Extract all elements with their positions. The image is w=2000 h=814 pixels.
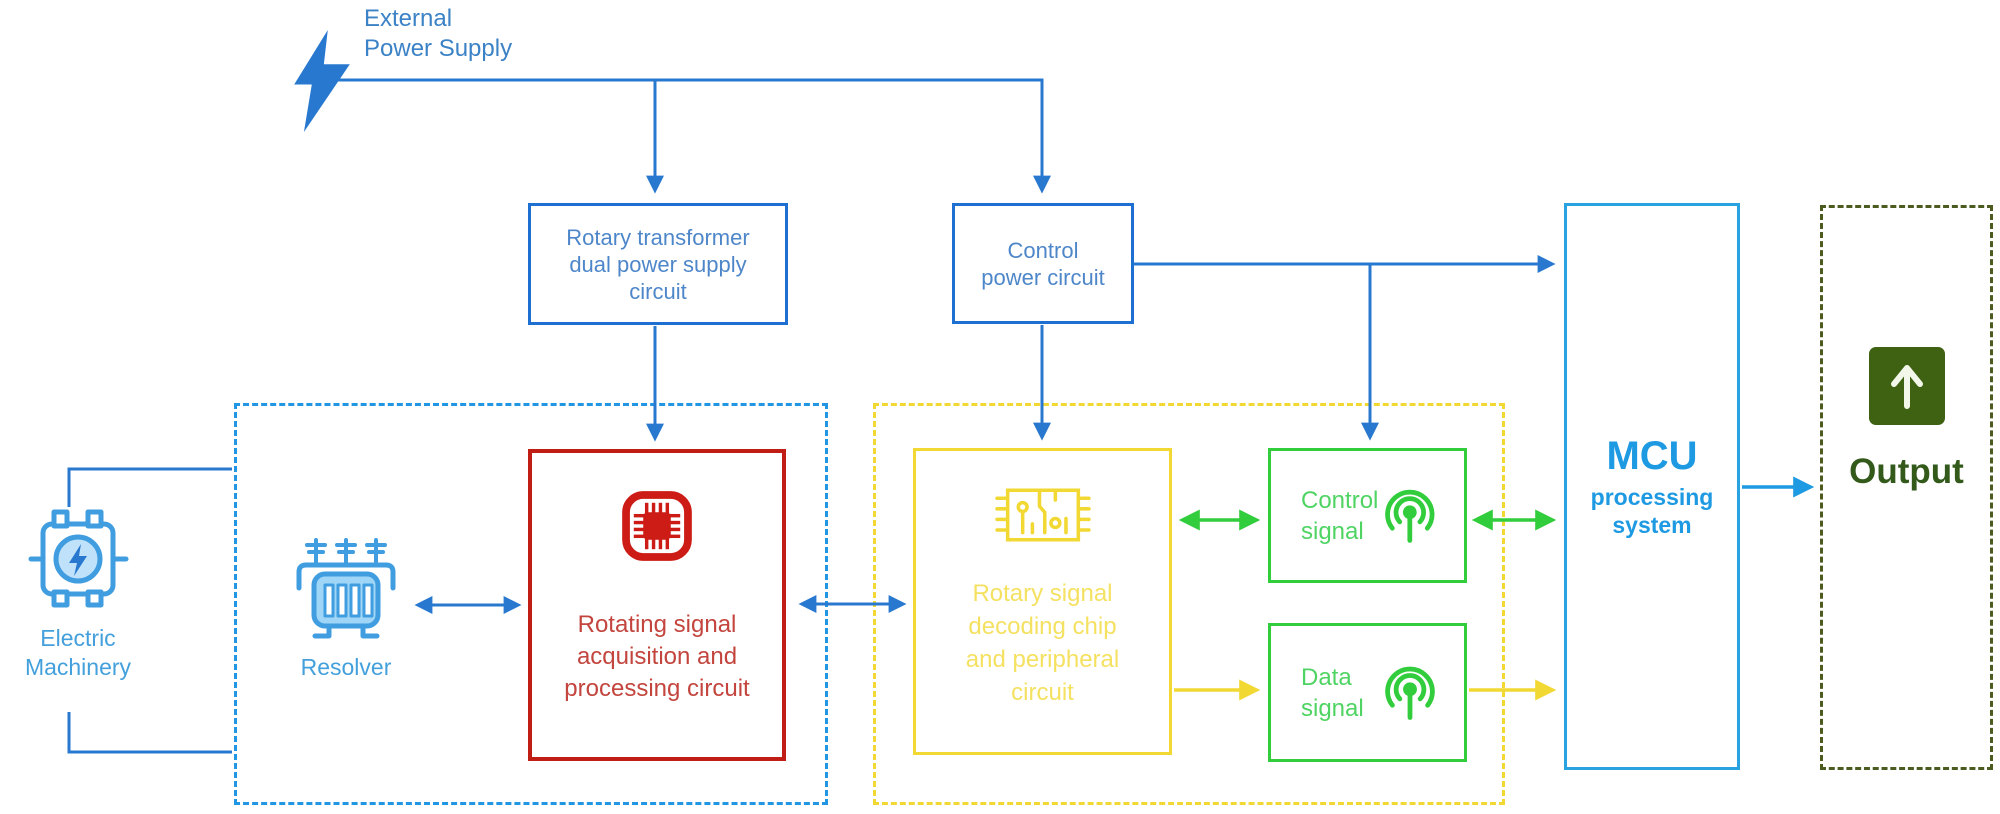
rotary-decoding-label: Rotary signal decoding chip and peripher… <box>965 580 1120 706</box>
mcu-title: MCU <box>1606 434 1698 478</box>
wire-machinery-bottom-link <box>67 712 232 754</box>
electric-machinery-label: Electric Machinery <box>24 625 132 680</box>
output-container: Output <box>1820 205 1993 770</box>
rotary-transformer-power-box: Rotary transformer dual power supply cir… <box>528 203 788 325</box>
resolver-node: Resolver <box>278 532 414 681</box>
rotating-signal-acquisition-label: Rotating signal acquisition and processi… <box>564 611 750 702</box>
control-signal-box: Control signal <box>1268 448 1467 583</box>
resolver-transformer-icon <box>296 538 396 639</box>
mcu-subtitle: processing system <box>1590 484 1714 538</box>
control-power-label: Control power circuit <box>981 237 1105 290</box>
rotary-decoding-box: Rotary signal decoding chip and peripher… <box>913 448 1172 755</box>
electric-machine-icon <box>28 509 129 608</box>
wire-external-to-control-power <box>334 78 1051 194</box>
mcu-box: MCU processing system <box>1564 203 1740 770</box>
lightning-bolt-icon <box>294 30 350 132</box>
data-signal-label: Data signal <box>1301 663 1364 722</box>
broadcast-icon <box>1385 489 1435 543</box>
pcb-chip-icon <box>994 488 1091 542</box>
rotary-transformer-power-label: Rotary transformer dual power supply cir… <box>566 224 750 304</box>
output-label: Output <box>1849 452 1964 491</box>
data-signal-box: Data signal <box>1268 623 1467 762</box>
electric-machinery-node: Electric Machinery <box>8 500 148 682</box>
rotating-signal-acquisition-box: Rotating signal acquisition and processi… <box>528 449 786 761</box>
control-signal-label: Control signal <box>1301 486 1379 545</box>
broadcast-icon <box>1385 666 1435 720</box>
control-power-box: Control power circuit <box>952 203 1134 324</box>
cpu-chip-icon <box>622 491 692 561</box>
external-power-supply-label: External Power Supply <box>364 5 513 62</box>
up-arrow-icon <box>1868 347 1945 425</box>
resolver-label: Resolver <box>300 654 392 680</box>
